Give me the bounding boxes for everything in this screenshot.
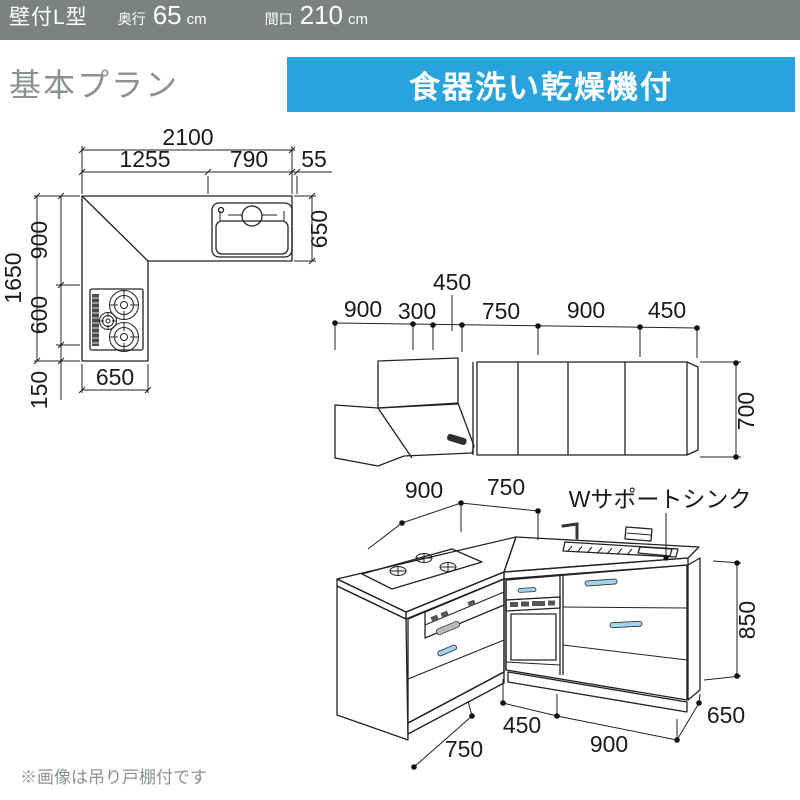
persp-left-kick [407,671,505,735]
plan-dim-span-wall: 55 [301,146,327,172]
width-value: 210 [299,0,343,30]
persp-dim-height: 850 [734,601,760,639]
header-bar: 壁付L型 奥行 65 cm 間口 210 cm [0,0,800,40]
persp-left-end-panel [336,585,409,741]
elev-dim-hood: 900 [344,296,382,322]
elevation-view: 900 300 450 750 900 450 700 [332,269,759,467]
depth-unit: cm [186,11,207,28]
plan-dim-total-width: 2100 [162,124,213,150]
persp-top-dims: 900 750 [367,474,541,550]
drawer-handle-top [584,578,618,587]
depth-value: 65 [152,0,182,30]
plan-dim-leg-width: 650 [96,364,134,390]
elevation-height-dim: 700 [700,360,759,460]
elev-dim-door2: 900 [567,297,605,323]
drawer-handle-mid [609,620,643,629]
sink-bowl [637,546,673,557]
elev-dim-door3: 450 [648,297,686,323]
persp-bottom-dims: 450 900 750 650 [411,679,745,770]
perspective-view: Wサポートシンク 900 750 850 450 900 750 [336,474,760,770]
persp-dim-left-depth: 750 [445,736,483,762]
elev-dim-door1: 750 [482,298,520,324]
elevation-dimensions: 900 300 450 750 900 450 [332,269,700,358]
feature-badge: 食器洗い乾燥機付 [287,57,795,112]
layout-type-label: 壁付L型 [9,6,88,29]
persp-left-door-handle [437,644,458,657]
footnote: ※画像は吊り戸棚付です [20,768,207,787]
plan-view: 2100 1255 790 55 1650 900 600 150 650 65… [0,124,332,409]
plan-dim-end-section: 150 [26,371,52,409]
elev-dim-height: 700 [733,392,759,430]
plan-burner-large-top [109,290,139,320]
elevation-wall-cabinets [472,361,699,456]
persp-dim-right-depth: 650 [707,702,745,728]
elevation-side-panel [686,361,699,456]
plan-dim-span-right: 790 [230,146,268,172]
elev-dim-filler: 300 [398,298,436,324]
hood-control-panel [447,433,467,446]
persp-sink-label: Wサポートシンク [569,486,752,561]
sink-label-text: Wサポートシンク [569,486,752,512]
plan-dim-cooktop-section: 600 [26,296,52,334]
plan-dim-total-depth: 1650 [0,252,26,303]
persp-height-dim: 850 [703,560,760,681]
persp-right-kick [507,671,688,713]
persp-dim-front-left: 450 [503,712,541,738]
persp-right-side-panel [687,557,701,701]
persp-dishwasher [505,575,564,675]
persp-cooktop [361,548,483,590]
plan-dim-depth: 650 [306,210,332,248]
page-title: 基本プラン [9,67,180,103]
width-label: 間口 [264,11,293,27]
width-unit: cm [348,11,368,28]
plan-burner-large-bottom [109,322,139,352]
depth-label: 奥行 [117,11,146,27]
plan-cooktop [89,288,144,352]
plan-burner-small [99,312,117,330]
plan-dim-back-section: 900 [26,221,52,259]
sink-faucet [561,522,579,540]
dishwasher-drawer-handle [517,587,537,593]
elevation-range-hood [334,357,475,467]
persp-left-front-face [407,578,505,724]
plan-corner-seam [81,195,149,262]
plan-dim-span-left: 1255 [119,146,170,172]
persp-dim-front-right: 900 [590,731,628,757]
sink-soap-rack [624,526,653,542]
persp-drawer-bank [562,578,688,661]
persp-dim-back-right: 750 [487,474,525,500]
elev-dim-corner: 450 [433,269,471,295]
persp-sink [561,522,679,558]
persp-dim-back-left: 900 [405,477,443,503]
dishwasher-door [510,613,557,661]
plan-sink [211,202,293,258]
plan-dimensions: 2100 1255 790 55 1650 900 600 150 650 65… [0,124,332,409]
